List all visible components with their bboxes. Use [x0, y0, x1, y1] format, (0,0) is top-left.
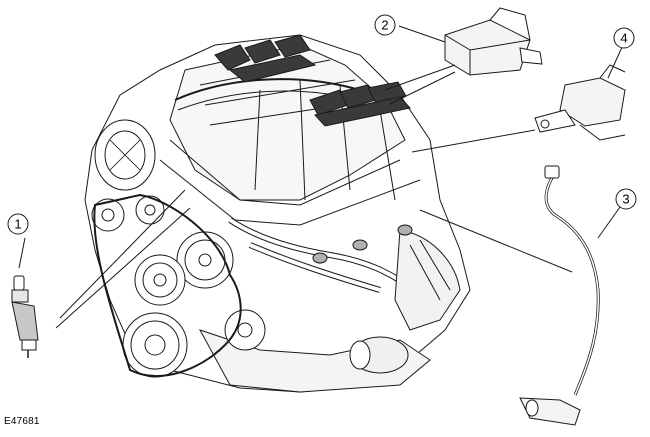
pulley-system [91, 195, 266, 378]
svg-text:4: 4 [620, 31, 627, 46]
drive-belt [93, 193, 242, 377]
installed-coil-packs [214, 34, 411, 127]
figure-reference-code: E47681 [4, 416, 40, 427]
svg-text:1: 1 [14, 217, 21, 232]
ignition-coil [444, 7, 543, 76]
alternator [94, 119, 156, 191]
callout-4: 4 [613, 27, 635, 49]
sensor-lead [519, 165, 600, 426]
callout-3: 3 [615, 188, 637, 210]
callout-2: 2 [374, 14, 396, 36]
installed-spark-plugs [312, 224, 413, 264]
engine-assembly [84, 34, 471, 393]
leader-lines [18, 25, 624, 329]
svg-text:3: 3 [622, 192, 629, 207]
connector-bracket [534, 64, 626, 141]
svg-text:2: 2 [381, 18, 388, 33]
spark-plug [11, 275, 39, 358]
callout-1: 1 [7, 213, 29, 235]
